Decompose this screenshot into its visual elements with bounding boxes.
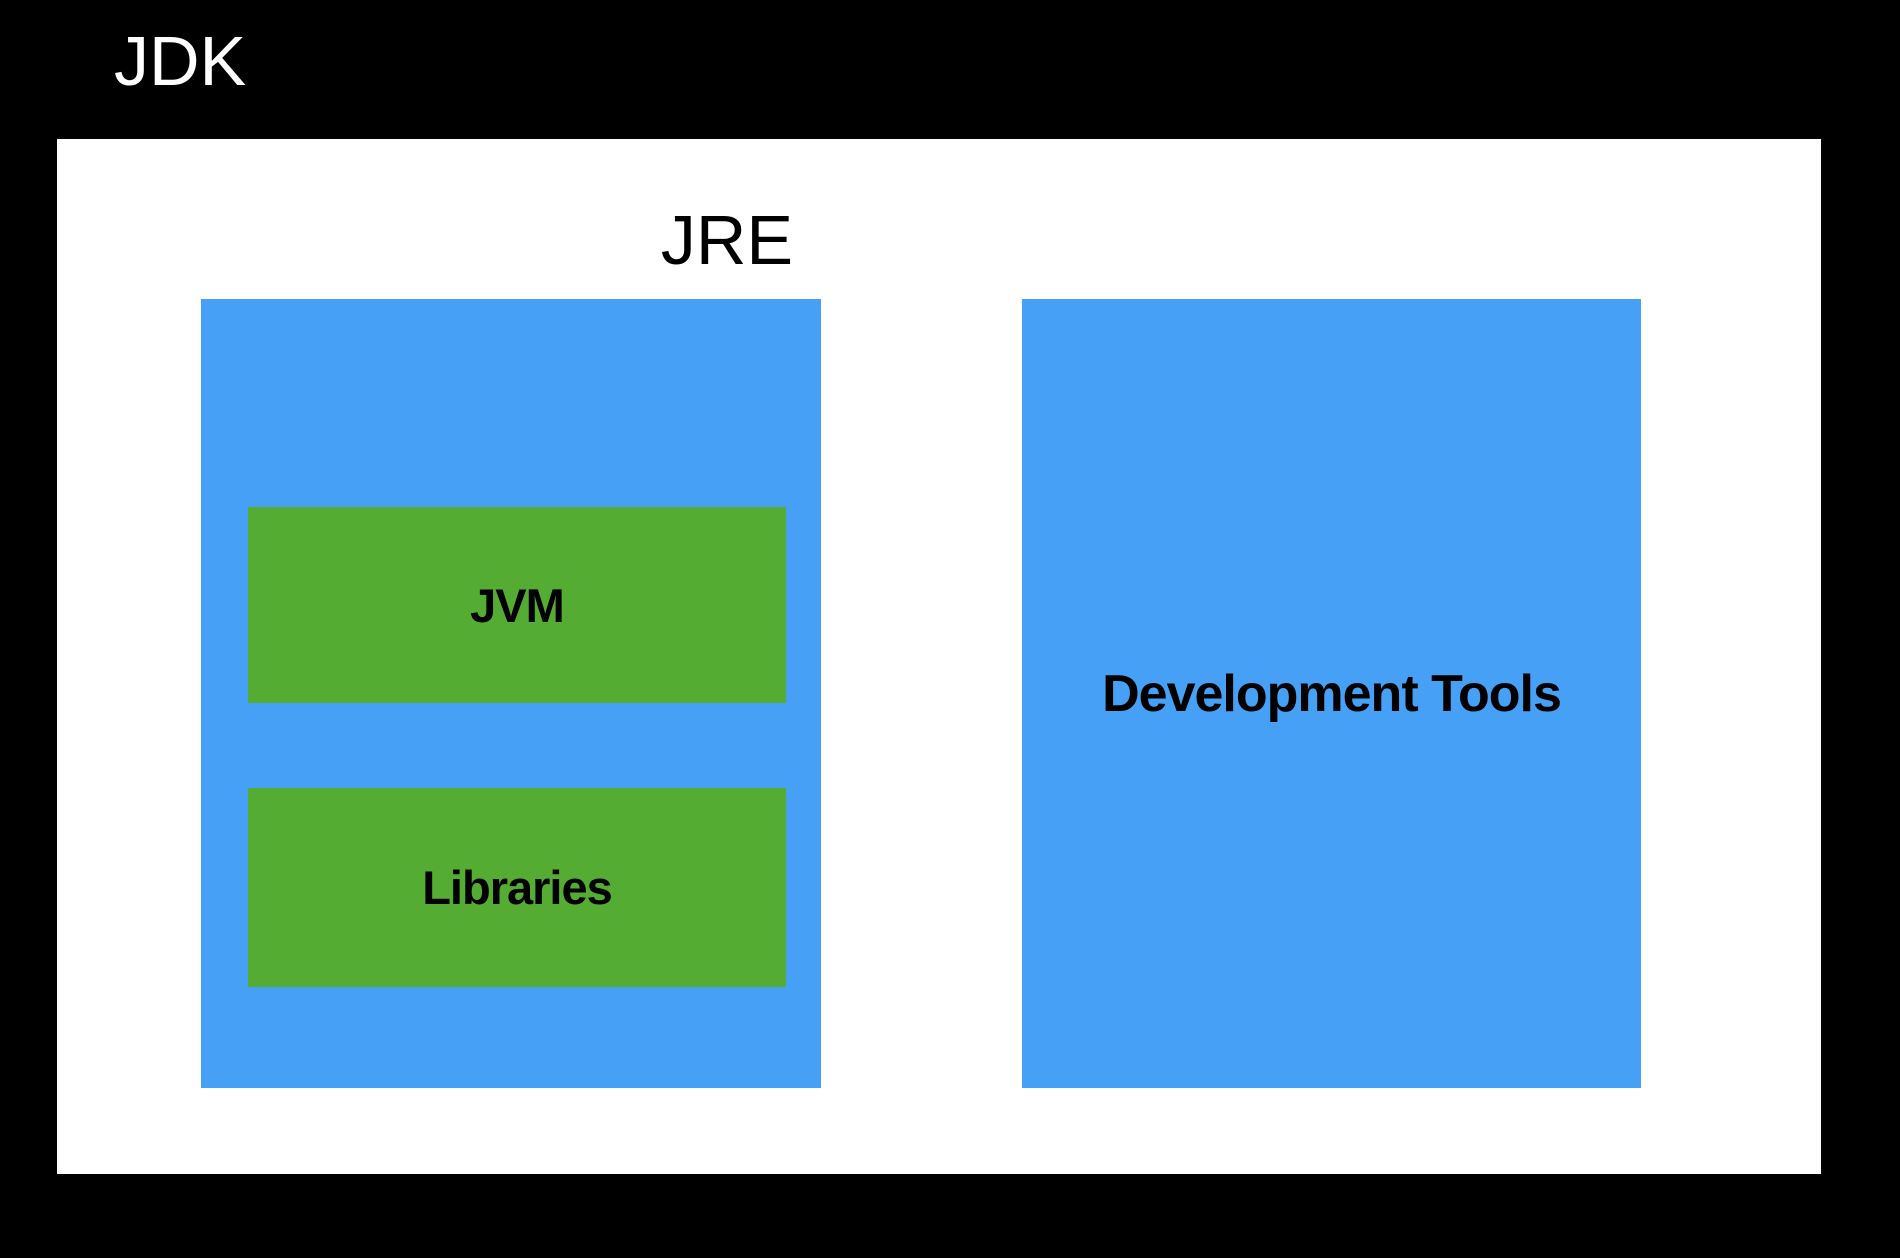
jre-box: JVM Libraries xyxy=(201,299,821,1088)
jvm-box: JVM xyxy=(248,507,786,703)
libraries-label: Libraries xyxy=(422,861,613,914)
jre-label: JRE xyxy=(660,201,794,279)
development-tools-label: Development Tools xyxy=(1102,664,1562,723)
development-tools-box: Development Tools xyxy=(1022,299,1641,1088)
libraries-box: Libraries xyxy=(248,788,786,987)
jdk-label: JDK xyxy=(114,22,247,100)
jvm-label: JVM xyxy=(470,578,565,632)
jdk-container-box: JRE JVM Libraries Development Tools xyxy=(57,139,1821,1174)
